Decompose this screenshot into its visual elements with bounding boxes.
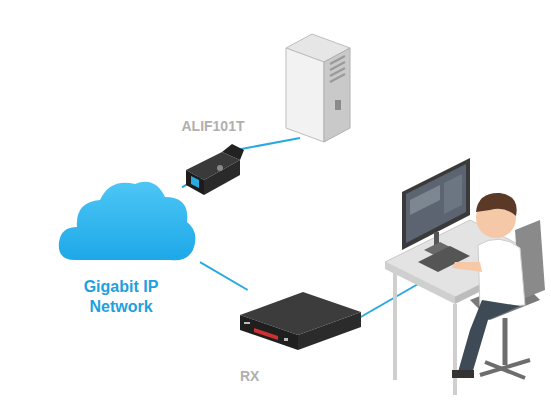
node-label: RX — [240, 368, 280, 386]
dongle-node: ALIF101T — [182, 140, 244, 198]
server-tower — [286, 34, 350, 142]
node-label: ALIF101T — [174, 118, 252, 136]
wire — [352, 280, 425, 322]
workstation — [385, 158, 545, 395]
wire — [236, 138, 300, 150]
rx-shape — [238, 290, 363, 352]
cloud-node: Gigabit IP Network — [55, 172, 200, 267]
dongle-shape — [182, 140, 244, 198]
rx-node: RX — [238, 290, 363, 352]
cloud-shape — [55, 172, 200, 267]
node-label: Gigabit IP Network — [63, 277, 179, 317]
network-link — [200, 262, 248, 290]
